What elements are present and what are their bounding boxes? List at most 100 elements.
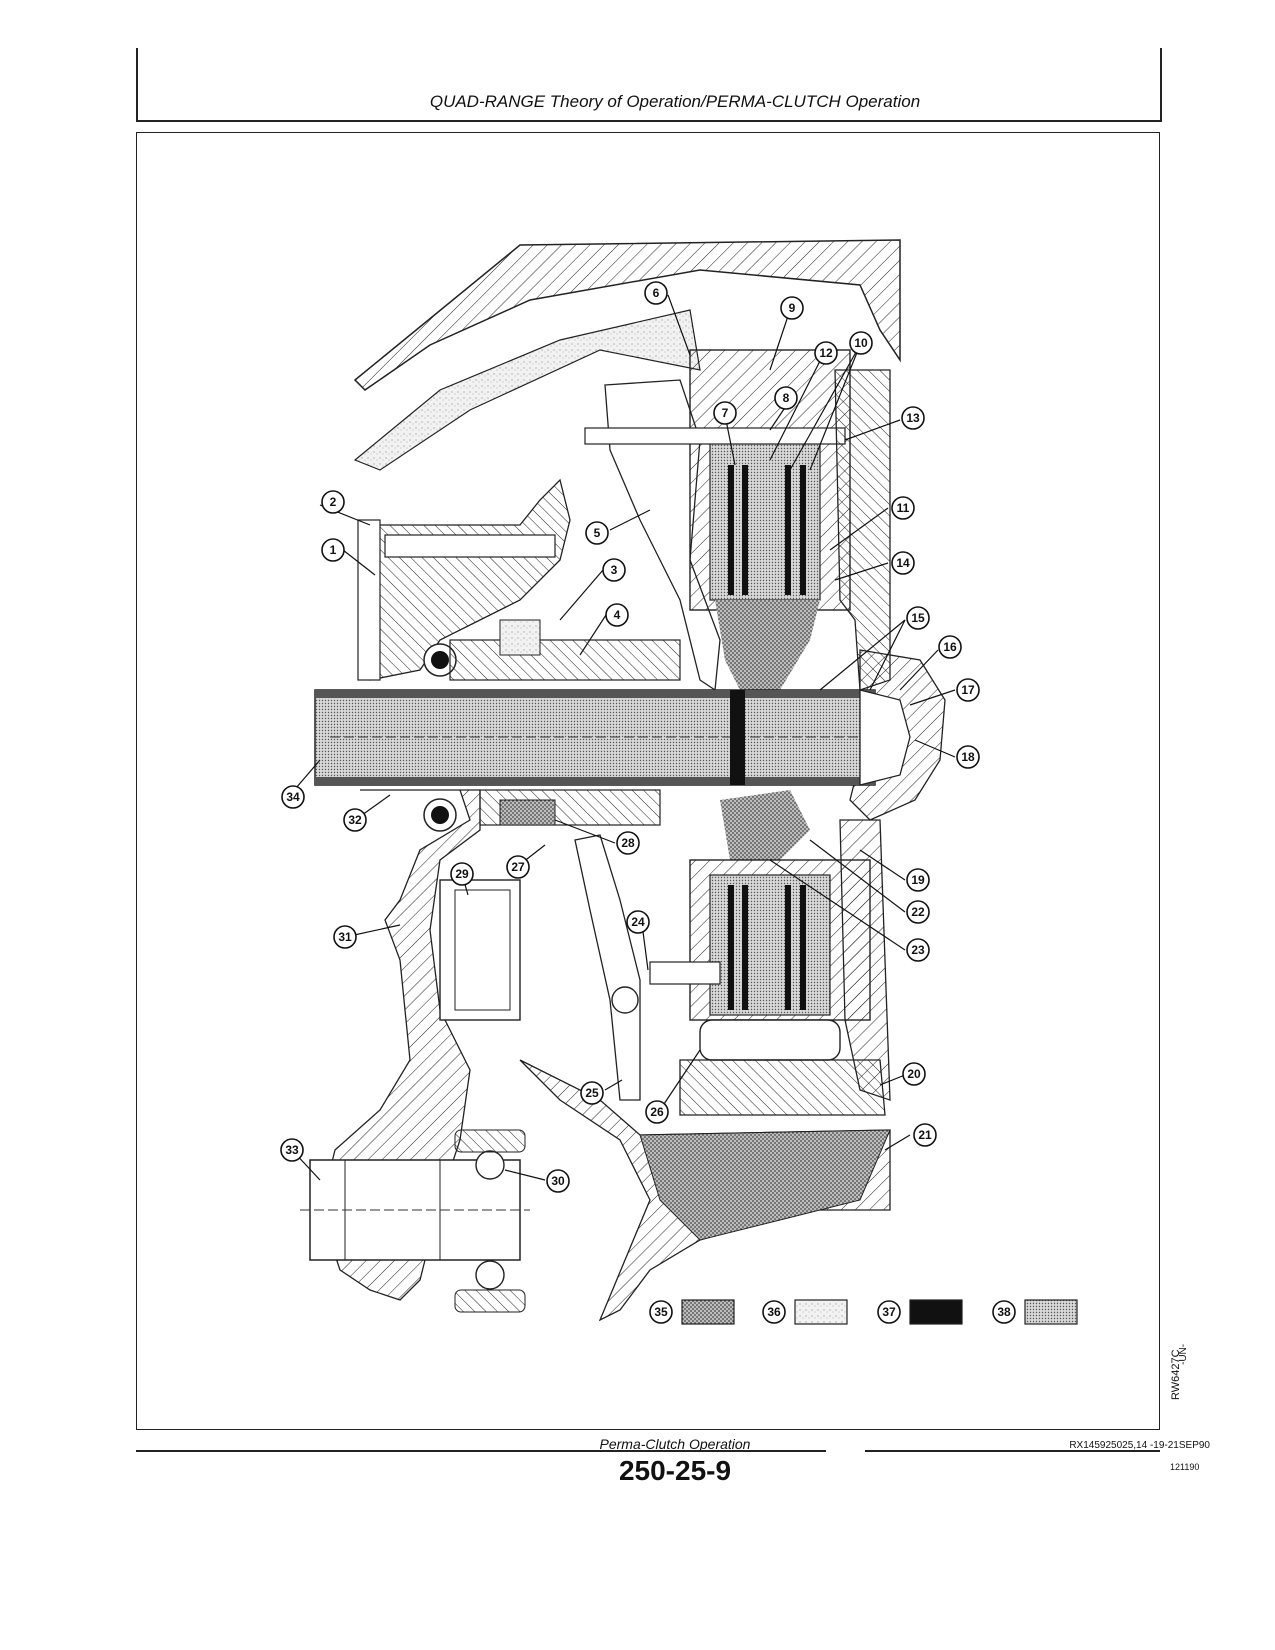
legend-callout-35: 35 xyxy=(649,1300,673,1324)
output-bearing-lower xyxy=(475,1260,505,1290)
callout-1: 1 xyxy=(321,538,345,562)
callout-16: 16 xyxy=(938,635,962,659)
figure-reference-code: RX145925025,14 -19-21SEP90 xyxy=(1069,1440,1210,1451)
callout-29: 29 xyxy=(450,862,474,886)
page-date: 121190 xyxy=(1170,1462,1200,1472)
svg-text:23: 23 xyxy=(911,943,925,957)
svg-text:35: 35 xyxy=(654,1305,668,1319)
callout-26: 26 xyxy=(645,1100,669,1124)
svg-text:30: 30 xyxy=(551,1174,565,1188)
svg-text:16: 16 xyxy=(943,640,957,654)
svg-text:27: 27 xyxy=(511,860,525,874)
callout-11: 11 xyxy=(891,496,915,520)
lower-collar-fill xyxy=(499,799,556,826)
lower-plate xyxy=(699,1019,841,1061)
callout-19: 19 xyxy=(906,868,930,892)
callout-7: 7 xyxy=(713,401,737,425)
callout-30: 30 xyxy=(546,1169,570,1193)
lower-housing-fill xyxy=(639,1129,891,1241)
svg-text:1: 1 xyxy=(330,543,337,557)
svg-text:33: 33 xyxy=(285,1143,299,1157)
left-margin-rule xyxy=(136,48,138,120)
svg-text:12: 12 xyxy=(819,346,833,360)
figure-frame xyxy=(136,132,1160,1430)
callout-8: 8 xyxy=(774,386,798,410)
legend-swatch-38 xyxy=(1024,1299,1078,1325)
callout-3: 3 xyxy=(602,558,626,582)
svg-text:5: 5 xyxy=(594,526,601,540)
callout-23: 23 xyxy=(906,938,930,962)
upper-collar xyxy=(449,639,681,681)
callout-13: 13 xyxy=(901,406,925,430)
svg-text:24: 24 xyxy=(631,915,645,929)
lower-gear xyxy=(679,1059,886,1116)
legend-callout-37: 37 xyxy=(877,1300,901,1324)
callout-25: 25 xyxy=(580,1081,604,1105)
callout-9: 9 xyxy=(780,296,804,320)
callout-6: 6 xyxy=(644,281,668,305)
svg-text:36: 36 xyxy=(767,1305,781,1319)
clutch-housing-block xyxy=(439,879,521,1021)
svg-text:3: 3 xyxy=(611,563,618,577)
svg-text:28: 28 xyxy=(621,836,635,850)
legend-callout-38: 38 xyxy=(992,1300,1016,1324)
oil-flow-lower xyxy=(720,790,810,860)
legend-swatch-37 xyxy=(909,1299,963,1325)
svg-text:18: 18 xyxy=(961,750,975,764)
right-lower-housing xyxy=(839,819,891,1101)
svg-text:25: 25 xyxy=(585,1086,599,1100)
callout-27: 27 xyxy=(506,855,530,879)
callout-5: 5 xyxy=(585,521,609,545)
svg-text:29: 29 xyxy=(455,867,469,881)
svg-text:11: 11 xyxy=(897,501,910,515)
svg-text:21: 21 xyxy=(918,1128,932,1142)
right-housing xyxy=(834,369,891,691)
svg-text:26: 26 xyxy=(650,1105,664,1119)
svg-text:9: 9 xyxy=(789,301,796,315)
svg-text:10: 10 xyxy=(854,336,868,350)
svg-text:34: 34 xyxy=(286,790,300,804)
svg-text:14: 14 xyxy=(896,556,910,570)
svg-text:38: 38 xyxy=(997,1305,1011,1319)
lower-lever xyxy=(574,834,641,1101)
callout-15: 15 xyxy=(906,606,930,630)
callout-32: 32 xyxy=(343,808,367,832)
header-rule xyxy=(136,120,1162,122)
figure-side-mark: -UN- xyxy=(1178,1343,1189,1365)
upper-housing xyxy=(353,239,901,391)
callout-22: 22 xyxy=(906,900,930,924)
bolt-upper xyxy=(384,534,556,558)
callout-28: 28 xyxy=(616,831,640,855)
footer-rule-right xyxy=(865,1450,1160,1452)
svg-text:31: 31 xyxy=(338,930,352,944)
legend-swatch-36 xyxy=(794,1299,848,1325)
svg-text:32: 32 xyxy=(348,813,362,827)
callout-34: 34 xyxy=(281,785,305,809)
callout-2: 2 xyxy=(321,490,345,514)
callout-14: 14 xyxy=(891,551,915,575)
right-margin-rule xyxy=(1160,48,1162,120)
figure-caption: Perma-Clutch Operation xyxy=(599,1436,751,1452)
footer-rule-left xyxy=(136,1450,826,1452)
oil-flow-upper xyxy=(715,600,820,700)
svg-text:4: 4 xyxy=(614,608,621,622)
svg-text:37: 37 xyxy=(882,1305,896,1319)
lower-bolt xyxy=(649,961,721,985)
svg-text:17: 17 xyxy=(961,683,975,697)
svg-text:19: 19 xyxy=(911,873,925,887)
svg-text:2: 2 xyxy=(330,495,337,509)
svg-text:22: 22 xyxy=(911,905,925,919)
callout-24: 24 xyxy=(626,910,650,934)
pump-drive-gear xyxy=(859,689,911,786)
page-header-title: QUAD-RANGE Theory of Operation/PERMA-CLU… xyxy=(429,92,921,111)
legend-callout-36: 36 xyxy=(762,1300,786,1324)
svg-text:20: 20 xyxy=(907,1067,921,1081)
svg-text:6: 6 xyxy=(653,286,660,300)
svg-text:7: 7 xyxy=(722,406,729,420)
callout-4: 4 xyxy=(605,603,629,627)
svg-text:13: 13 xyxy=(906,411,920,425)
callout-12: 12 xyxy=(814,341,838,365)
callout-18: 18 xyxy=(956,745,980,769)
retainer-plate xyxy=(357,519,381,681)
